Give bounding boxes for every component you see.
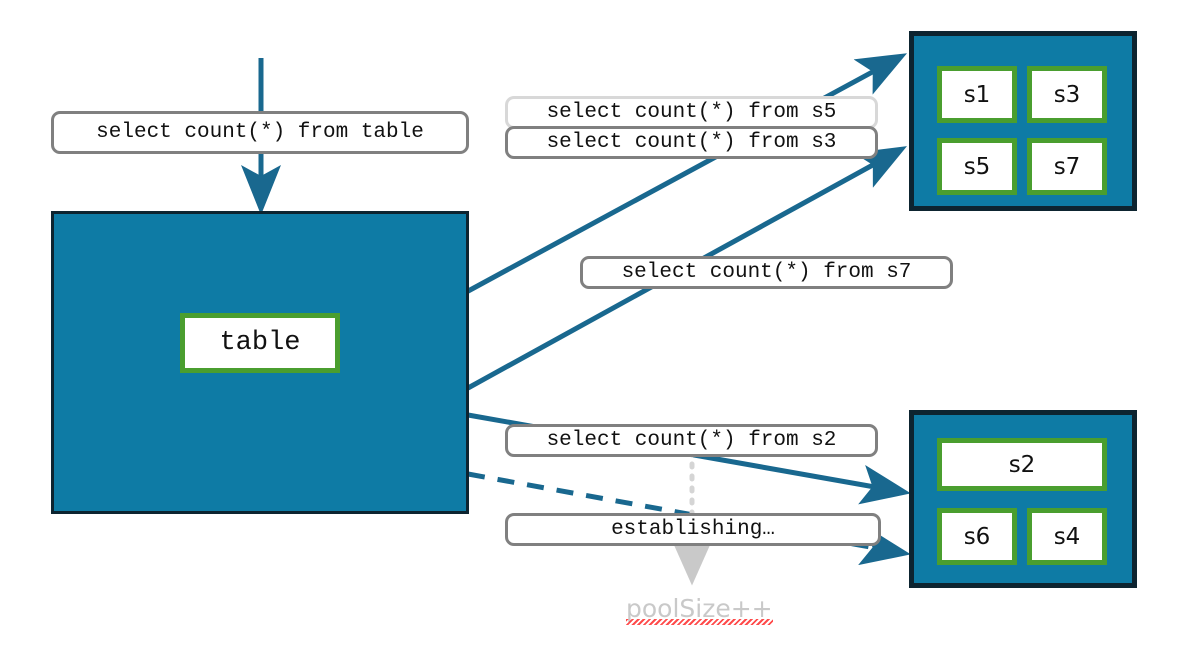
pill-query-s5[interactable]: select count(*) from s5 [505,96,878,129]
node-s5[interactable]: s5 [937,138,1017,195]
node-s1[interactable]: s1 [937,66,1017,123]
pill-query-s3[interactable]: select count(*) from s3 [505,126,878,159]
node-table[interactable]: table [180,313,340,373]
pill-root-query[interactable]: select count(*) from table [51,111,469,154]
poolsize-label: poolSize++ [626,594,773,625]
node-s2[interactable]: s2 [937,438,1107,491]
spellcheck-underline [626,619,773,625]
node-s3[interactable]: s3 [1027,66,1107,123]
pill-query-s2[interactable]: select count(*) from s2 [505,424,878,457]
pill-query-s7[interactable]: select count(*) from s7 [580,256,953,289]
node-s7[interactable]: s7 [1027,138,1107,195]
poolsize-text: poolSize++ [626,594,773,623]
pill-establishing[interactable]: establishing… [505,513,881,546]
node-s4[interactable]: s4 [1027,508,1107,565]
node-s6[interactable]: s6 [937,508,1017,565]
